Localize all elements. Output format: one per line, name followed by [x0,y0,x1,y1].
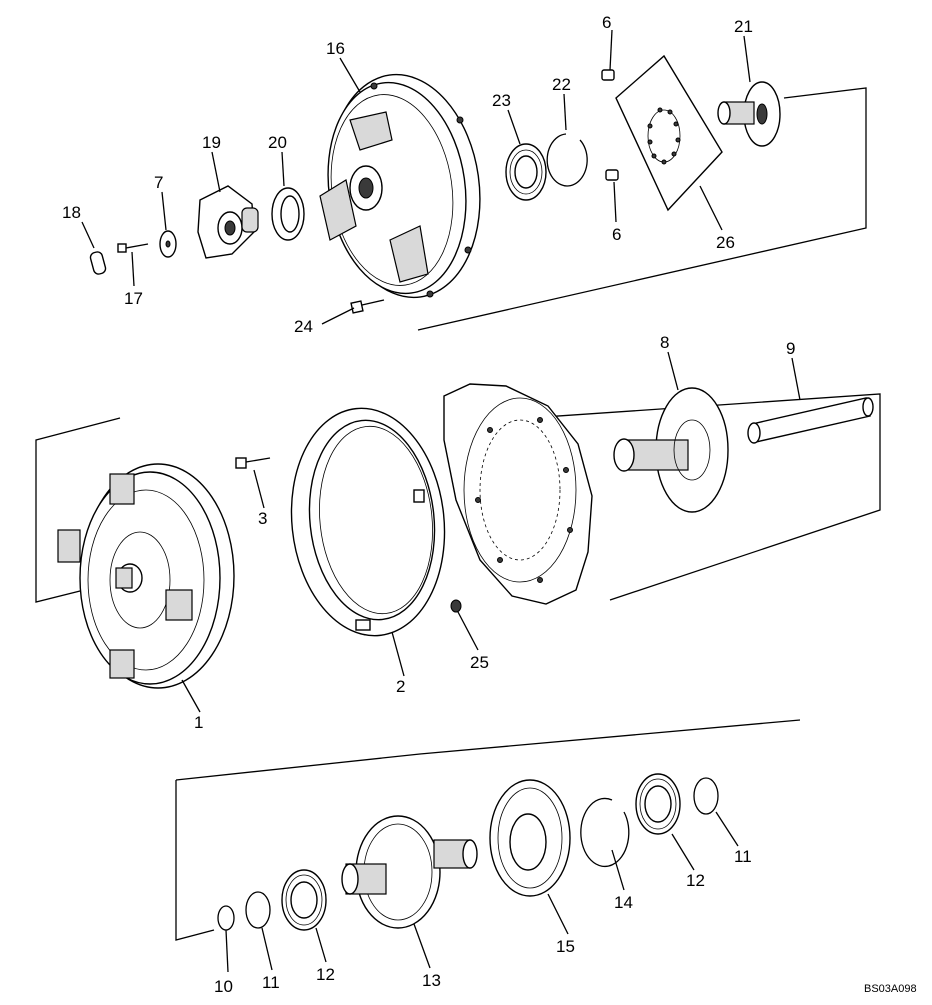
driven-gear [489,779,571,897]
bearing [505,143,547,201]
idler-gear-shaft [341,815,478,929]
callout-12-right: 12 [686,871,705,890]
callout-13: 13 [422,971,441,990]
callout-1: 1 [194,713,203,732]
callout-21: 21 [734,17,753,36]
stator-support [613,387,729,513]
adapter-plate [615,54,723,212]
callout-7: 7 [154,173,163,192]
callout-20: 20 [268,133,287,152]
bearing-right [635,773,681,835]
snap-ring [546,133,588,187]
callout-9: 9 [786,339,795,358]
callout-11-right: 11 [734,847,752,866]
converter-ring-housing [290,407,446,637]
callout-16: 16 [326,39,345,58]
callout-26: 26 [716,233,735,252]
callout-19: 19 [202,133,221,152]
output-flange [717,81,781,147]
pump-body [443,383,593,605]
callout-15: 15 [556,937,575,956]
bearing-left [281,869,327,931]
callout-25: 25 [470,653,489,672]
callout-3: 3 [258,509,267,528]
callout-6-lower: 6 [612,225,621,244]
group-frame-bottom [175,719,801,941]
callout-6-upper: 6 [602,13,611,32]
lock-plate [89,251,107,275]
housing-cap-screw [235,457,271,469]
screw-lower [605,169,619,181]
callout-11-left: 11 [262,973,280,992]
callout-10: 10 [214,977,233,996]
retaining-ring-small [217,905,235,931]
snap-ring-gear [580,797,630,868]
callout-2: 2 [396,677,405,696]
retaining-ring-right [693,777,719,815]
callout-22: 22 [552,75,571,94]
callout-labels: 16 6 21 22 23 19 20 7 18 17 6 26 24 8 9 … [62,13,917,996]
hex-nut [450,599,462,613]
callout-18: 18 [62,203,81,222]
callout-8: 8 [660,333,669,352]
callout-17: 17 [124,289,143,308]
drive-yoke [197,185,259,259]
yoke-bolt [117,243,149,253]
callout-12-left: 12 [316,965,335,984]
retaining-ring-left [245,891,271,929]
oil-seal [271,187,305,241]
group-frame-top [417,87,867,331]
screw-upper [601,69,615,81]
leader-lines [81,29,801,973]
callout-24: 24 [294,317,313,336]
callout-14: 14 [614,893,633,912]
washer [159,230,177,258]
callout-23: 23 [492,91,511,110]
reference-code: BS03A098 [864,983,917,995]
input-shaft [747,397,874,444]
torque-converter [57,463,235,689]
converter-housing [319,73,481,299]
housing-bolt [350,299,385,314]
